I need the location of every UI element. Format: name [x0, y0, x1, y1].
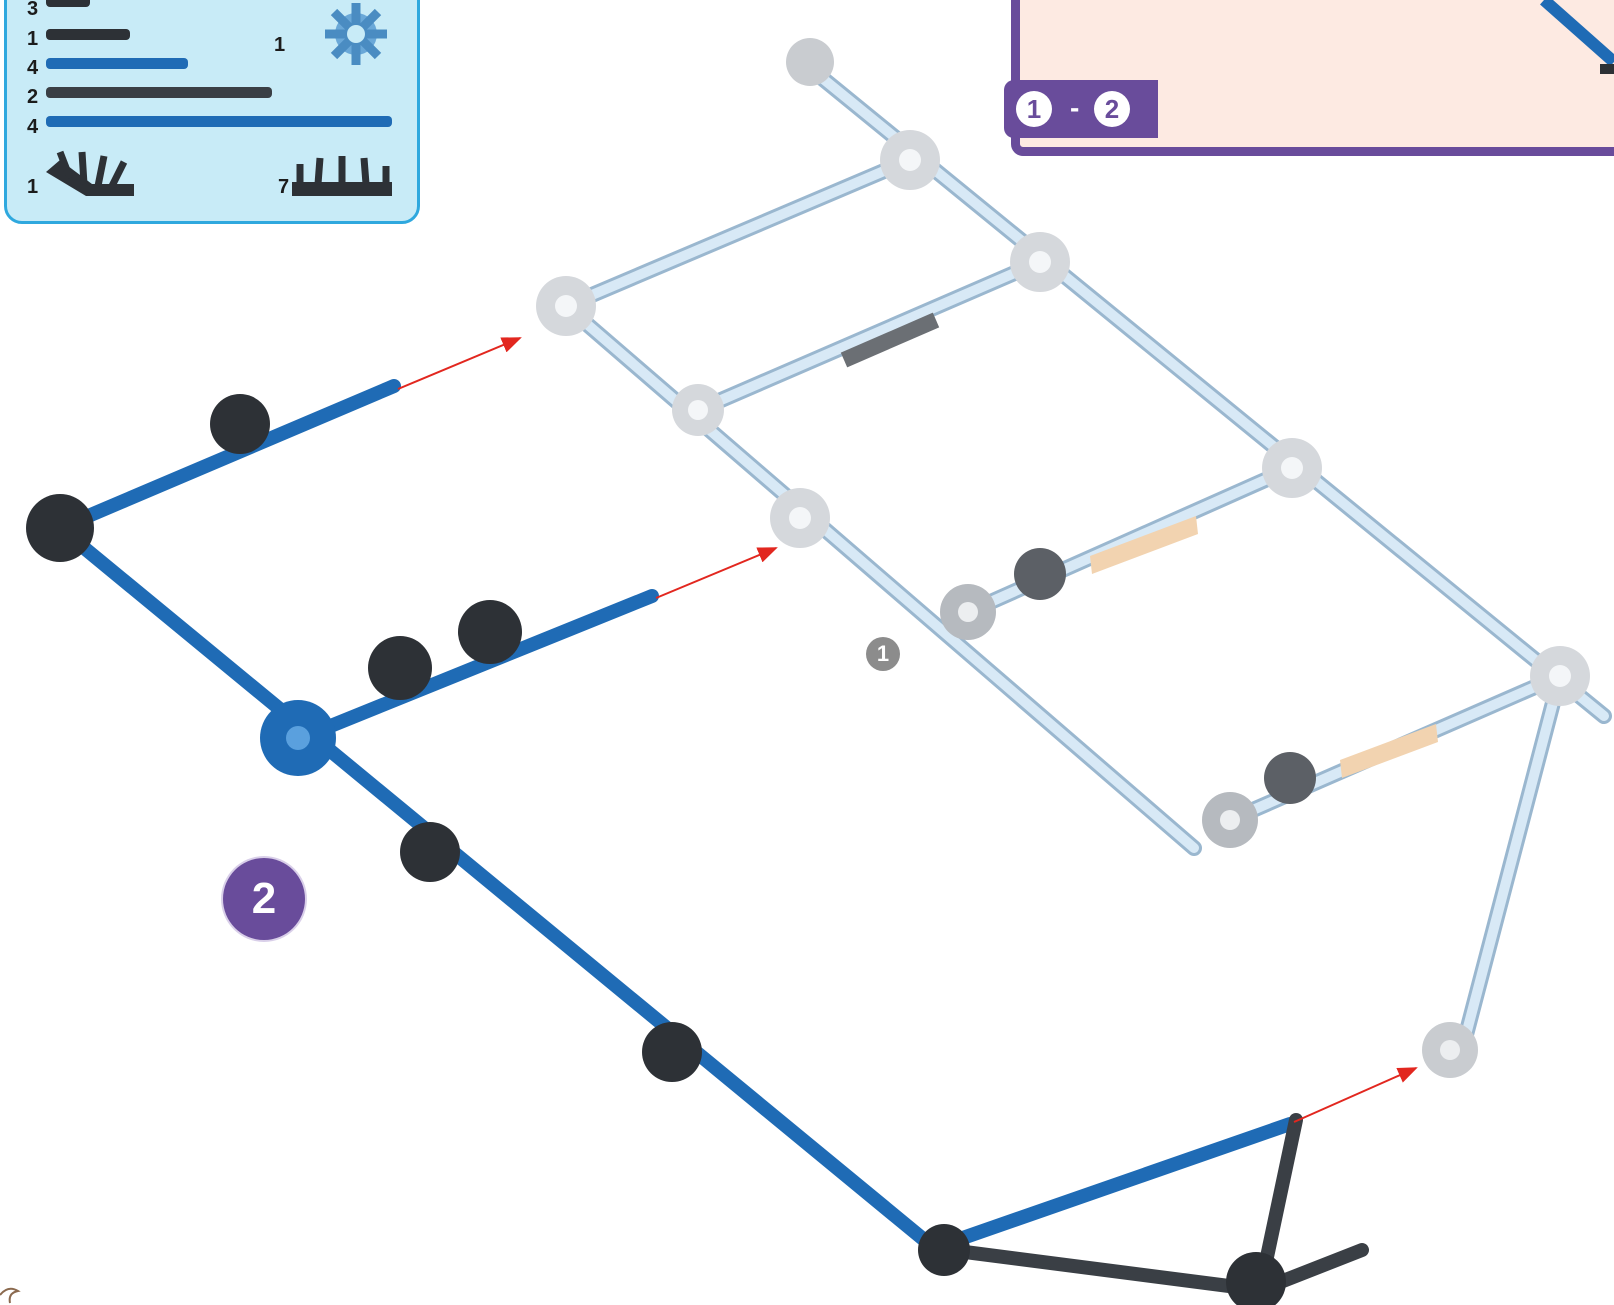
step-range-dash: -	[1070, 92, 1080, 123]
dark-angled-gears	[1014, 548, 1316, 804]
insertion-arrows	[397, 337, 1418, 1123]
rod-qty-blue-medium: 4	[27, 57, 39, 79]
rod-qty-dark-long: 2	[27, 86, 39, 108]
blue-hub-connector	[260, 700, 336, 776]
existing-frame-connectors	[536, 38, 1590, 1078]
reference-panel	[1011, 0, 1614, 156]
new-dark-rods	[927, 1113, 1369, 1297]
step-number-badge: 2	[223, 858, 305, 940]
step-range-start: 1	[1016, 91, 1052, 127]
parts-rod-icons	[46, 0, 392, 127]
corner-icon	[0, 1287, 21, 1304]
angled-connector-icon	[46, 150, 134, 196]
round-connector-qty: 1	[274, 34, 286, 56]
straight-connector-qty: 7	[278, 176, 290, 198]
straight-connector-icon	[292, 156, 392, 196]
step-range-end: 2	[1094, 91, 1130, 127]
rod-qty-black: 1	[27, 28, 39, 50]
grey-coupler	[840, 312, 940, 368]
step-range-tab: 1 - 2	[1004, 80, 1158, 138]
angled-connector-qty: 1	[27, 176, 39, 198]
new-blue-rods	[53, 379, 1297, 1255]
rod-qty-short: 3	[27, 0, 39, 20]
tan-connectors	[1090, 516, 1438, 778]
rod-qty-blue-long: 4	[27, 116, 39, 138]
round-connector-icon	[325, 3, 387, 65]
reference-rod-icon	[1540, 0, 1614, 74]
new-dark-connectors	[26, 394, 1286, 1305]
sub-assembly-marker: 1	[866, 637, 900, 671]
